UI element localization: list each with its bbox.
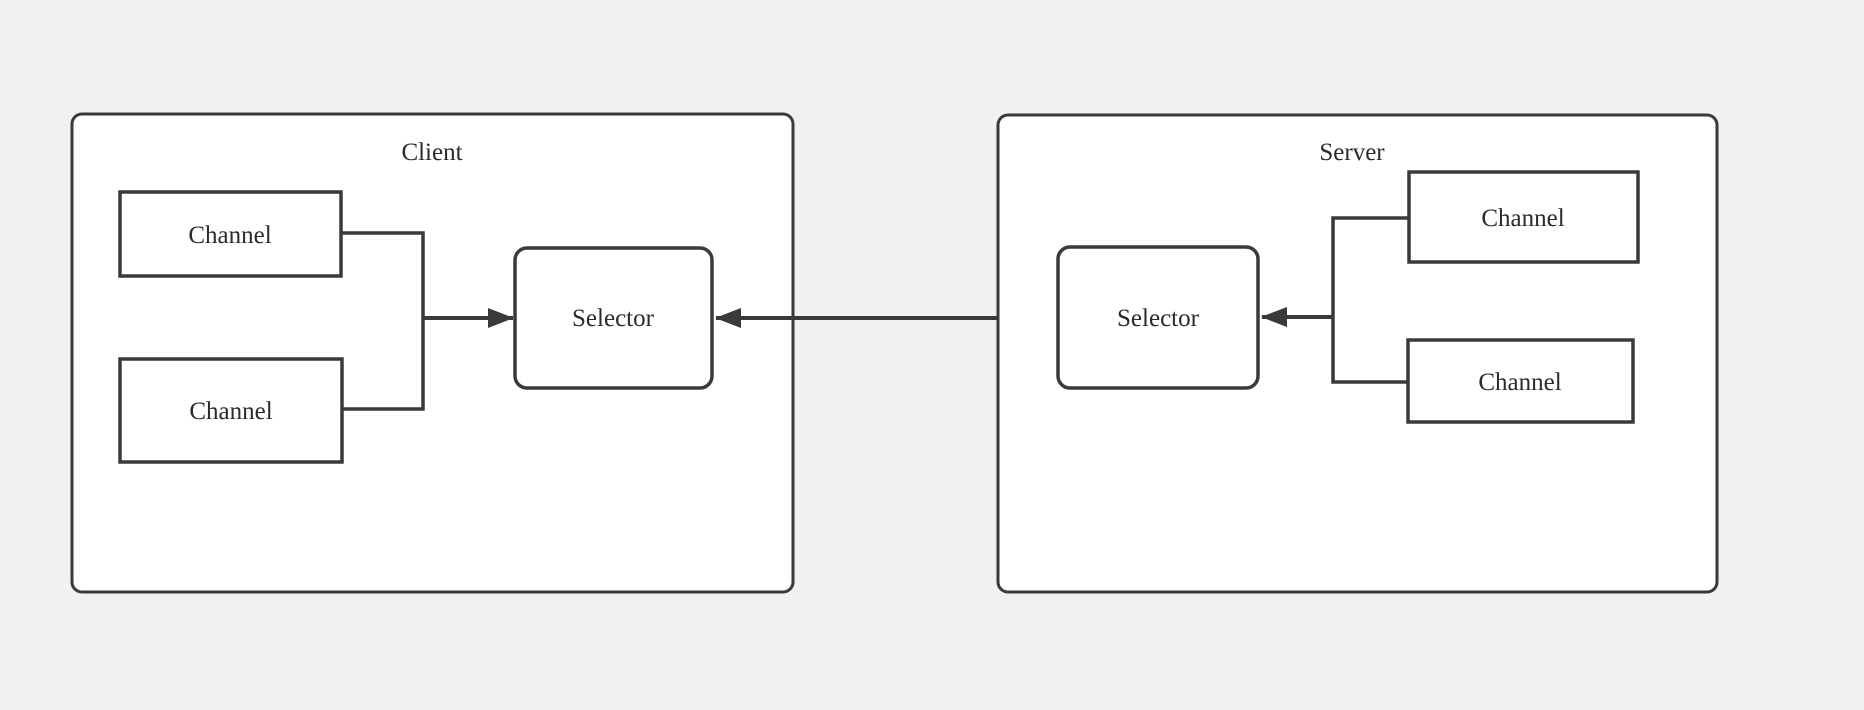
client-selector-box bbox=[513, 246, 714, 390]
server-channel-1-box bbox=[1407, 170, 1640, 264]
server-channel-2-label: Channel bbox=[1478, 369, 1561, 396]
client-selector-label: Selector bbox=[572, 305, 655, 332]
client-channel-2-label: Channel bbox=[189, 398, 272, 425]
server-channel-1-label: Channel bbox=[1481, 205, 1564, 232]
server-merge-connector-line bbox=[1331, 216, 1409, 384]
server-group-label: Server bbox=[1319, 139, 1385, 166]
server-selector-box bbox=[1056, 245, 1260, 390]
server-selector-label: Selector bbox=[1117, 305, 1200, 332]
server-channel-2-box bbox=[1406, 338, 1635, 424]
client-channel-2-box bbox=[118, 357, 344, 464]
client-group-label: Client bbox=[401, 139, 462, 166]
client-channel-1-box bbox=[118, 190, 343, 278]
client-channel-1-label: Channel bbox=[188, 222, 271, 249]
client-merge-connector-line bbox=[341, 231, 425, 411]
